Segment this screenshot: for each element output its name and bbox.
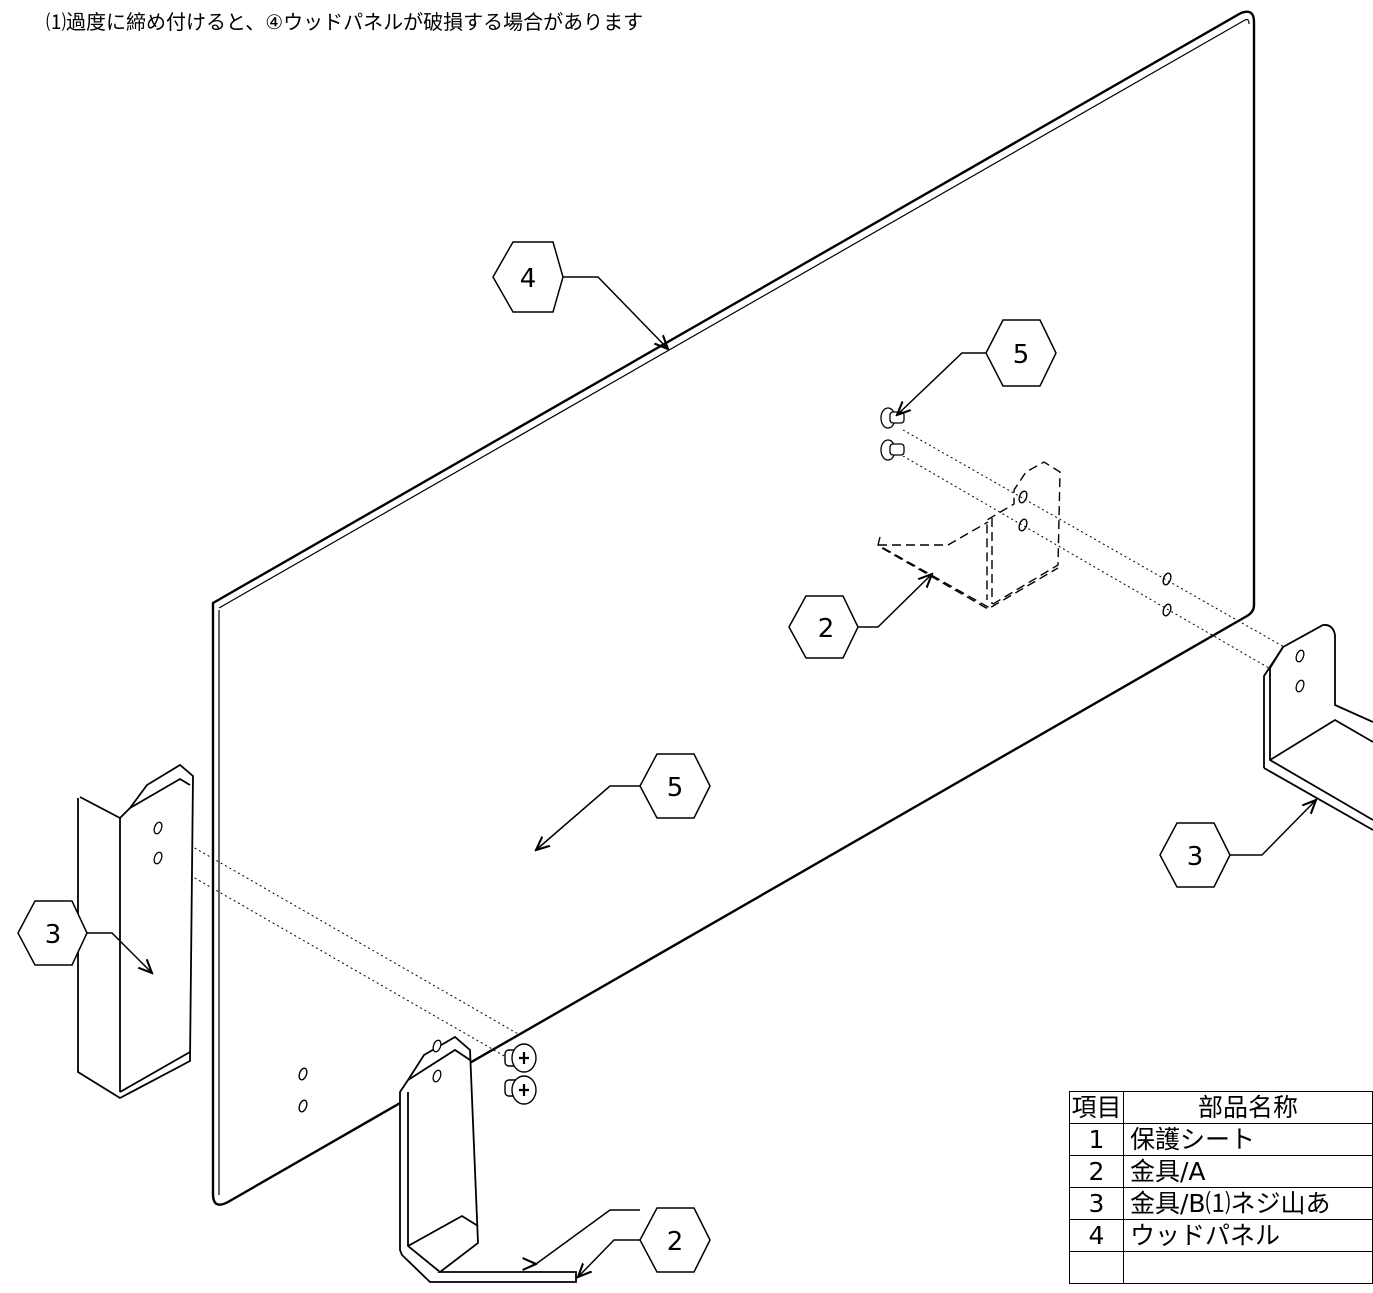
- callout-4-label: 4: [520, 264, 537, 294]
- callout-3-left-label: 3: [45, 920, 62, 950]
- callout-3-left: 3: [17, 900, 88, 966]
- callout-5-top-label: 5: [1013, 340, 1030, 370]
- callout-2-top: 2: [788, 595, 859, 659]
- callout-5-top: 5: [985, 319, 1057, 387]
- table-row: [1069, 1251, 1373, 1284]
- assembly-note: ⑴過度に締め付けると、④ウッドパネルが破損する場合があります: [46, 10, 644, 34]
- leader-lines: [86, 276, 1316, 1277]
- callout-3-right: 3: [1159, 822, 1231, 888]
- header-item: 項目: [1069, 1091, 1124, 1124]
- alignment-lines: [159, 429, 1301, 1066]
- row-part-name: 保護シート: [1122, 1123, 1373, 1156]
- table-row: 1 保護シート: [1069, 1123, 1373, 1156]
- callout-4: 4: [492, 241, 564, 313]
- parts-list-table: 項目 部品名称 1 保護シート 2 金具/A 3 金具/B⑴ネジ山あ 4 ウッド…: [1069, 1091, 1373, 1284]
- parts-table-header: 項目 部品名称: [1069, 1091, 1373, 1124]
- row-item: 4: [1069, 1219, 1124, 1252]
- bracket-b-left: [77, 763, 194, 1100]
- screw-bottom: [504, 1043, 537, 1105]
- table-row: 3 金具/B⑴ネジ山あ: [1069, 1187, 1373, 1220]
- row-part-name: 金具/B⑴ネジ山あ: [1122, 1187, 1373, 1220]
- callout-2-bottom: 2: [639, 1207, 711, 1273]
- table-row: 2 金具/A: [1069, 1155, 1373, 1188]
- callout-2-bottom-label: 2: [667, 1227, 684, 1257]
- wood-panel: [211, 10, 1256, 1206]
- callout-5-bottom-label: 5: [667, 773, 684, 803]
- row-part-name: [1122, 1251, 1373, 1284]
- row-item: 2: [1069, 1155, 1124, 1188]
- row-part-name: ウッドパネル: [1122, 1219, 1373, 1252]
- bracket-b-right: [1263, 624, 1373, 831]
- header-part-name: 部品名称: [1122, 1091, 1373, 1124]
- callout-2-top-label: 2: [818, 614, 835, 644]
- callout-5-bottom: 5: [639, 753, 711, 819]
- table-row: 4 ウッドパネル: [1069, 1219, 1373, 1252]
- bracket-a-bottom: [399, 1035, 577, 1283]
- row-part-name: 金具/A: [1122, 1155, 1373, 1188]
- screw-top: [880, 407, 905, 461]
- bracket-a-hidden: [877, 461, 1061, 610]
- row-item: 1: [1069, 1123, 1124, 1156]
- row-item: 3: [1069, 1187, 1124, 1220]
- callout-3-right-label: 3: [1187, 842, 1204, 872]
- row-item: [1069, 1251, 1124, 1284]
